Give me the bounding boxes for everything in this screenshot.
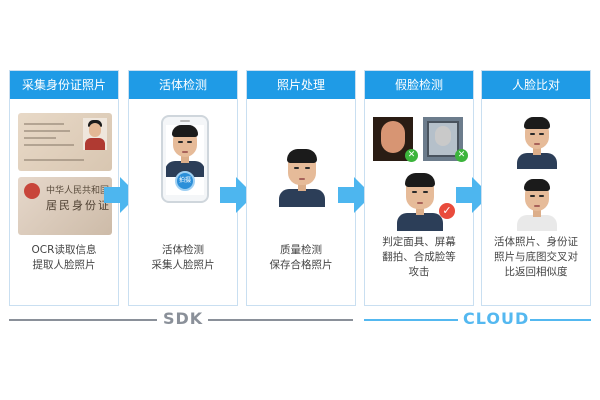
- step-description: 活体照片、身份证 照片与底图交叉对 比返回相似度: [494, 236, 578, 278]
- sdk-label: SDK: [163, 309, 204, 328]
- cloud-divider-left: [364, 319, 458, 321]
- step-description: 质量检测 保存合格照片: [269, 244, 333, 271]
- step-description: 判定面具、屏幕 翻拍、合成脸等 攻击: [382, 236, 456, 278]
- x-icon: ✕: [405, 149, 418, 162]
- id-photo: [83, 118, 107, 150]
- phone-illustration: 拍摄: [161, 115, 209, 203]
- cloud-divider-right: [530, 319, 591, 321]
- face-photo-live: [517, 117, 557, 169]
- right-arrow-icon: [456, 177, 490, 213]
- step-card-photo-processing: 照片处理 质量检测 保存合格照片: [246, 70, 356, 306]
- step-title: 照片处理: [247, 71, 355, 99]
- step-description: 活体检测 采集人脸照片: [151, 244, 215, 271]
- step-card-face-comparison: 人脸比对 活体照片、身份证 照片与底图交叉对 比返回相似度: [481, 70, 591, 306]
- right-arrow-icon: [220, 177, 254, 213]
- id-card-front: [18, 113, 112, 171]
- check-icon: ✓: [439, 203, 455, 219]
- right-arrow-icon: [104, 177, 138, 213]
- right-arrow-icon: [338, 177, 372, 213]
- sdk-divider-left: [9, 319, 157, 321]
- step-title: 采集身份证照片: [10, 71, 118, 99]
- id-card-back-title: 中华人民共和国: [46, 186, 110, 196]
- step-card-collect-id: 采集身份证照片 中华人民共和国 居民身份证 OCR读取信息 提取人脸照片: [9, 70, 119, 306]
- capture-button: 拍摄: [175, 171, 195, 191]
- id-card-back-subtitle: 居民身份证: [46, 199, 111, 212]
- step-description: OCR读取信息 提取人脸照片: [31, 244, 97, 271]
- national-emblem-icon: [24, 183, 40, 199]
- step-title: 活体检测: [129, 71, 237, 99]
- face-photo: [397, 173, 443, 231]
- face-photo: [279, 149, 325, 207]
- screen-replay-attack-photo: [423, 117, 463, 161]
- step-card-liveness: 活体检测 拍摄 活体检测 采集人脸照片: [128, 70, 238, 306]
- step-title: 假脸检测: [365, 71, 473, 99]
- sdk-divider-right: [208, 319, 353, 321]
- face-photo-id: [517, 179, 557, 231]
- id-card-back: 中华人民共和国 居民身份证: [18, 177, 112, 235]
- cloud-label: CLOUD: [463, 309, 530, 328]
- step-card-fake-face-detection: 假脸检测 ✕ ✕ ✓ 判定面具、屏幕 翻拍、合成脸等 攻击: [364, 70, 474, 306]
- face-photo: [166, 125, 204, 177]
- step-title: 人脸比对: [482, 71, 590, 99]
- x-icon: ✕: [455, 149, 468, 162]
